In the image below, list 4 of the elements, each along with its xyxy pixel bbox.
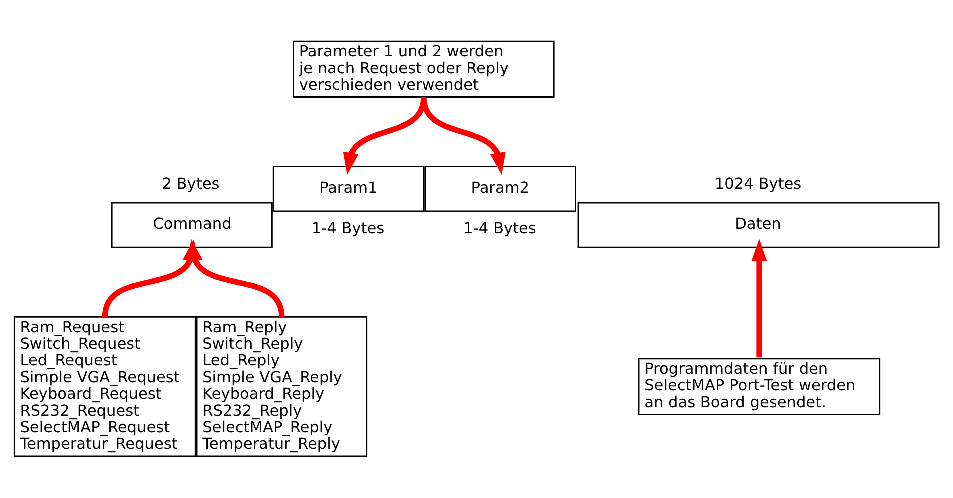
node-label: 1-4 Bytes [312, 219, 385, 238]
node-label: 1-4 Bytes [464, 219, 536, 238]
node-label: 1024 Bytes [714, 174, 802, 193]
node-label: 2 Bytes [162, 174, 220, 193]
